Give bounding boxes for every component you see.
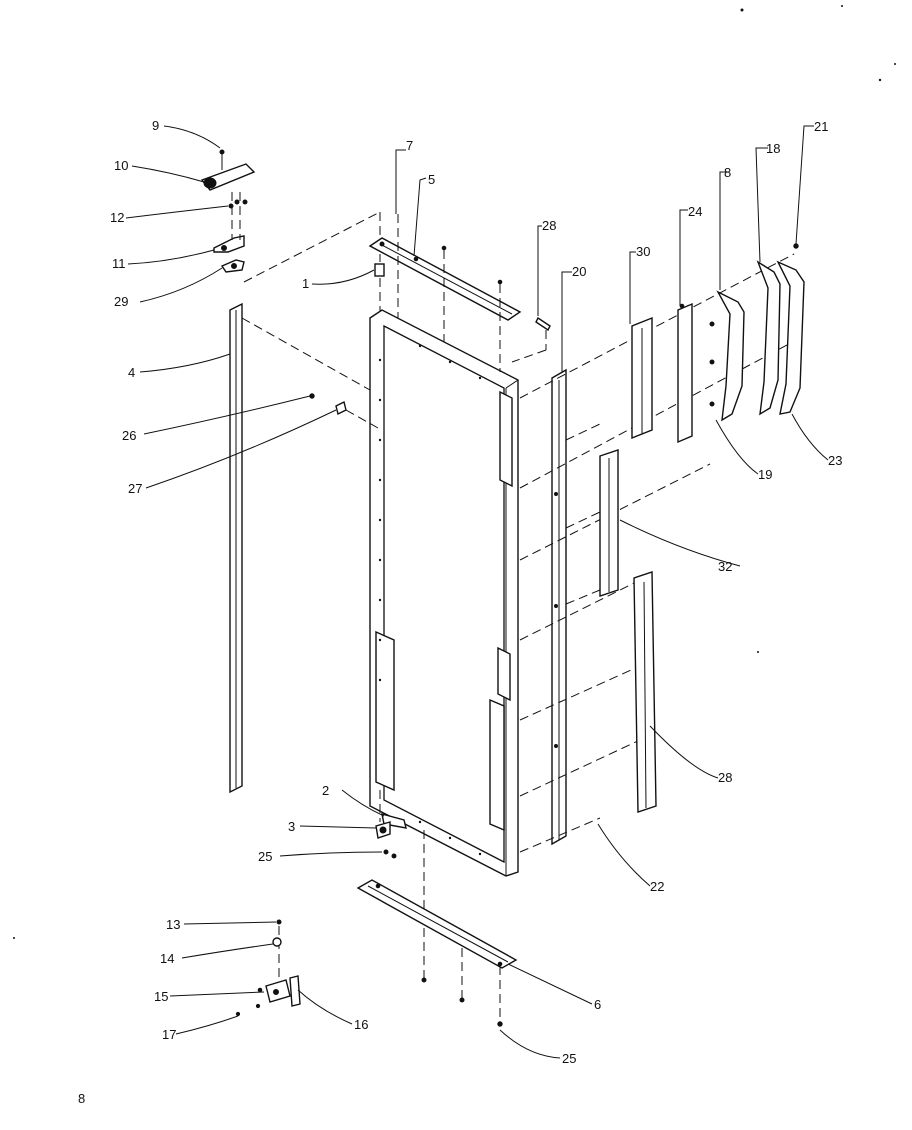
callout-23: 23 <box>828 453 842 468</box>
callout-3: 3 <box>288 819 295 834</box>
handle-assembly <box>709 243 805 422</box>
callout-30: 29 <box>114 294 128 309</box>
part-31-bracket <box>631 316 653 440</box>
part-1-bushing <box>374 263 385 312</box>
callout-29: 28 <box>718 770 732 785</box>
callout-12: 12 <box>110 210 124 225</box>
callout-28: 28 <box>542 218 556 233</box>
callout-25a: 25 <box>258 849 272 864</box>
callout-25b: 25 <box>562 1051 576 1066</box>
callout-20: 20 <box>572 264 586 279</box>
callout-31: 30 <box>636 244 650 259</box>
callout-5: 5 <box>428 172 435 187</box>
callout-26: 26 <box>122 428 136 443</box>
part-32-bracket <box>599 449 619 597</box>
callout-10: 10 <box>114 158 128 173</box>
callout-27: 27 <box>128 481 142 496</box>
callout-18: 18 <box>766 141 780 156</box>
parts-26-27-fasteners <box>309 393 379 429</box>
part-20-rail <box>551 368 567 846</box>
part-5-top-channel <box>368 214 522 372</box>
callout-16: 16 <box>354 1017 368 1032</box>
scan-specks <box>13 5 896 939</box>
callout-17: 17 <box>162 1027 176 1042</box>
part-6-bottom-channel <box>356 879 518 1027</box>
part-29-bracket <box>633 571 657 813</box>
callout-8: 8 <box>724 165 731 180</box>
callout-11: 11 <box>112 256 126 271</box>
callout-9: 9 <box>152 118 159 133</box>
callout-19: 19 <box>758 467 772 482</box>
callout-24: 24 <box>688 204 702 219</box>
callout-21: 21 <box>814 119 828 134</box>
callout-labels: 9 10 12 11 29 1 7 5 4 26 27 28 20 30 24 … <box>78 118 842 1106</box>
leader-lines <box>125 125 829 1059</box>
callout-7: 7 <box>406 138 413 153</box>
callout-2: 2 <box>322 783 329 798</box>
bottom-hinge-assembly <box>235 919 301 1017</box>
callout-15: 15 <box>154 989 168 1004</box>
callout-22: 22 <box>650 879 664 894</box>
part-24-plate <box>677 302 693 444</box>
page-number: 8 <box>78 1091 85 1106</box>
callout-13: 13 <box>166 917 180 932</box>
part-28-clip <box>511 316 551 363</box>
callout-1: 1 <box>302 276 309 291</box>
top-hinge-assembly <box>200 149 381 283</box>
callout-14: 14 <box>160 951 174 966</box>
part-4-gasket-strip <box>229 302 371 794</box>
callout-32: 32 <box>718 559 732 574</box>
callout-6: 6 <box>594 997 601 1012</box>
callout-4: 4 <box>128 365 135 380</box>
door-panel <box>369 309 519 877</box>
door-bottom-hinge <box>375 790 463 998</box>
